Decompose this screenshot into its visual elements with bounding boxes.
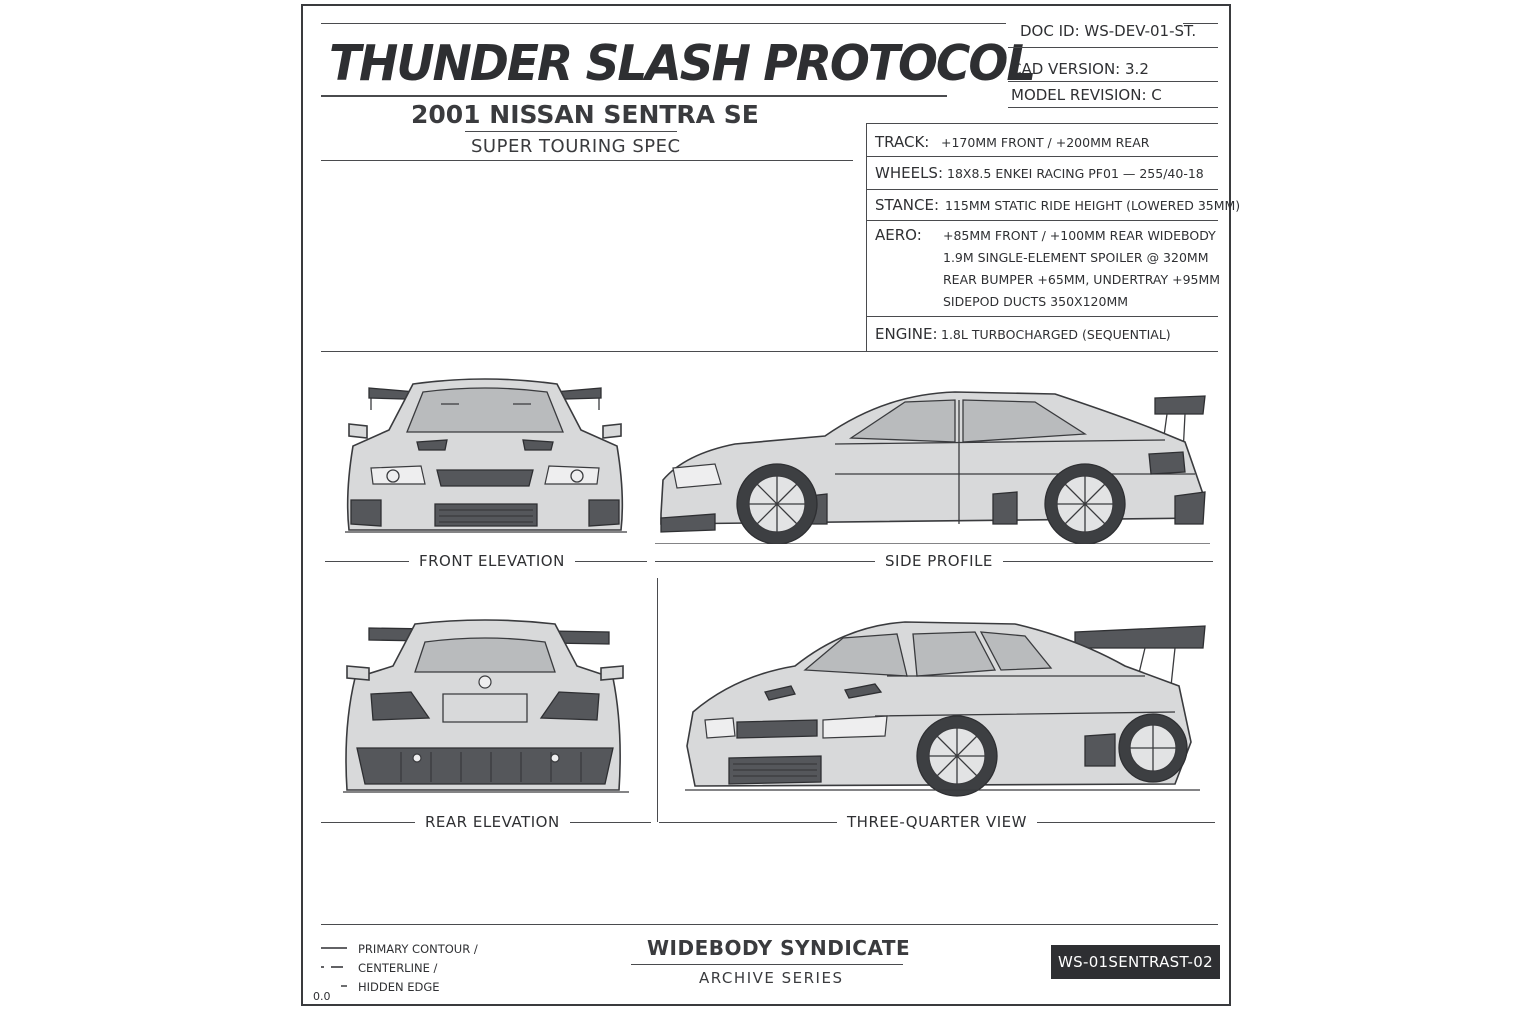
spec-aero-line-4: SIDEPOD DUCTS 350X120MM <box>943 294 1129 309</box>
spec-table-left <box>866 123 867 351</box>
document-title: THUNDER SLASH PROTOCOL <box>329 34 1036 93</box>
legend-hidden-edge: HIDDEN EDGE <box>358 980 440 994</box>
meta-rule-2 <box>1008 81 1218 82</box>
model-revision: MODEL REVISION: C <box>1011 86 1162 104</box>
meta-rule-3 <box>1008 107 1218 108</box>
spec-table-top <box>867 123 1218 124</box>
footer-rule <box>321 924 1218 925</box>
spec-rule-4 <box>867 316 1218 317</box>
brand-name: WIDEBODY SYNDICATE <box>647 936 911 960</box>
archive-series: ARCHIVE SERIES <box>699 969 844 987</box>
three-quarter-label: THREE-QUARTER VIEW <box>837 813 1037 831</box>
doc-id: DOC ID: WS-DEV-01-ST. <box>1020 22 1197 40</box>
meta-rule-1 <box>1008 47 1218 48</box>
spec-name: SUPER TOURING SPEC <box>471 136 681 157</box>
spec-aero-line-3: REAR BUMPER +65MM, UNDERTRAY +95MM <box>943 272 1221 287</box>
views-top-rule <box>321 351 1218 352</box>
brand-underline <box>631 964 903 965</box>
spec-rule-2 <box>867 189 1218 190</box>
side-profile-label: SIDE PROFILE <box>875 552 1003 570</box>
spec-engine-key: ENGINE: <box>875 325 938 343</box>
header-top-rule <box>321 23 1006 24</box>
rear-elevation-drawing <box>343 619 629 793</box>
spec-aero-key: AERO: <box>875 226 922 244</box>
spec-wheels-value: 18X8.5 ENKEI RACING PF01 — 255/40-18 <box>947 166 1204 181</box>
spec-rule-1 <box>867 156 1218 157</box>
rear-elevation-label: REAR ELEVATION <box>415 813 570 831</box>
spec-aero-line-2: 1.9M SINGLE-ELEMENT SPOILER @ 320MM <box>943 250 1209 265</box>
three-quarter-drawing <box>685 621 1206 797</box>
side-profile-drawing <box>655 391 1210 544</box>
views-divider <box>657 578 658 822</box>
cad-version: CAD VERSION: 3.2 <box>1011 60 1149 78</box>
document-code-badge: WS-01SENTRAST-02 <box>1051 945 1220 979</box>
spec-rule-3 <box>867 220 1218 221</box>
model-name: 2001 NISSAN SENTRA SE <box>411 100 759 129</box>
spec-wheels-key: WHEELS: <box>875 164 943 182</box>
spec-aero-line-1: +85MM FRONT / +100MM REAR WIDEBODY <box>943 228 1216 243</box>
model-underline <box>465 131 677 132</box>
spec-underline <box>321 160 853 161</box>
spec-track-key: TRACK: <box>875 133 930 151</box>
front-elevation-drawing <box>345 378 627 533</box>
legend-primary-contour: PRIMARY CONTOUR / <box>358 942 478 956</box>
spec-track-value: +170MM FRONT / +200MM REAR <box>941 135 1150 150</box>
header-top-rule-right <box>1183 23 1218 24</box>
blueprint-sheet: THUNDER SLASH PROTOCOL 2001 NISSAN SENTR… <box>301 4 1240 1006</box>
front-elevation-label: FRONT ELEVATION <box>409 552 575 570</box>
spec-stance-value: 115MM STATIC RIDE HEIGHT (LOWERED 35MM) <box>945 198 1241 213</box>
title-underline <box>321 95 947 97</box>
legend-centerline: CENTERLINE / <box>358 961 438 975</box>
scale-marker: 0.0 <box>313 990 331 1003</box>
spec-engine-value: 1.8L TURBOCHARGED (SEQUENTIAL) <box>941 327 1171 342</box>
legend-line-samples <box>321 947 347 987</box>
spec-stance-key: STANCE: <box>875 196 940 214</box>
